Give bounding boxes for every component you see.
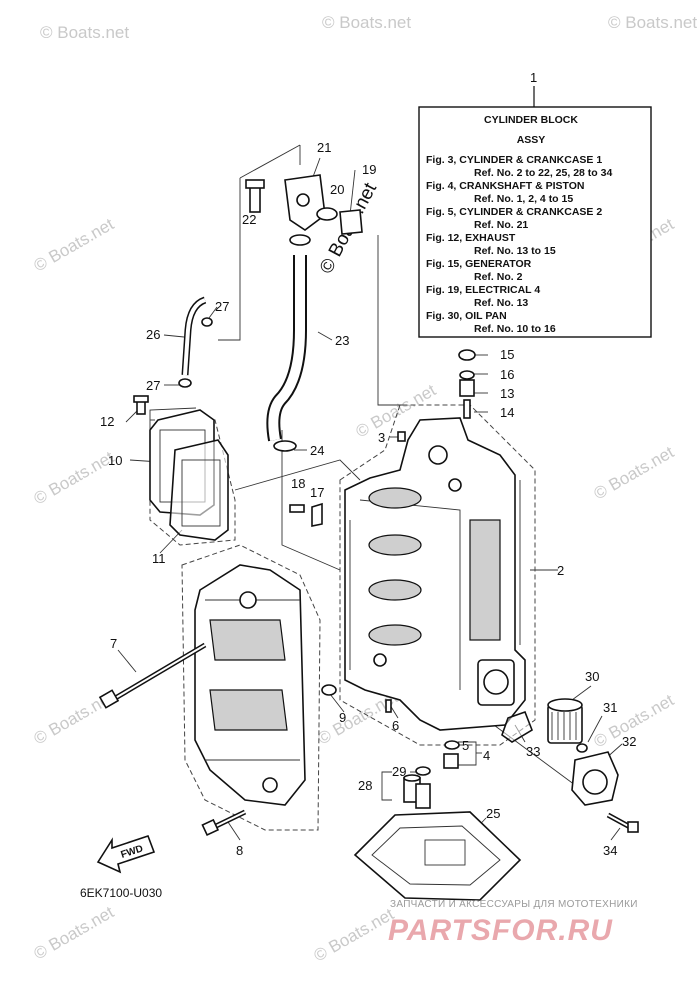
part-label: 28 <box>358 778 372 793</box>
info-box-line: Ref. No. 13 <box>474 297 528 309</box>
part-label: 13 <box>500 386 514 401</box>
part-label: 29 <box>392 764 406 779</box>
part-label: 16 <box>500 367 514 382</box>
info-box-line: Ref. No. 1, 2, 4 to 15 <box>474 193 573 205</box>
info-box-title: CYLINDER BLOCK <box>484 114 578 126</box>
fwd-arrow: FWD <box>96 834 156 874</box>
part-label: 15 <box>500 347 514 362</box>
cylinder-block-info-box: CYLINDER BLOCK ASSY Fig. 3, CYLINDER & C… <box>418 86 652 338</box>
branding-name: PARTSFOR.RU <box>388 914 613 947</box>
branding: ЗАПЧАСТИ И АКСЕССУАРЫ ДЛЯ МОТОТЕХНИКИ PA… <box>388 899 638 947</box>
watermark: © Boats.net <box>608 13 697 32</box>
watermark: © Boats.net <box>311 904 398 965</box>
bolts <box>98 642 639 837</box>
part-label: 20 <box>330 182 344 197</box>
part-label: 5 <box>462 738 469 753</box>
part-label: 31 <box>603 700 617 715</box>
part-label: 30 <box>585 669 599 684</box>
part-label: 24 <box>310 443 324 458</box>
info-box-line: Fig. 5, CYLINDER & CRANKCASE 2 <box>426 206 602 218</box>
part-label: 6 <box>392 718 399 733</box>
hoses <box>181 255 307 442</box>
watermark: © Boats.net <box>322 13 411 32</box>
watermark: © Boats.net <box>31 902 118 963</box>
part-label: 27 <box>215 299 229 314</box>
part-label: 33 <box>526 744 540 759</box>
part-label: 4 <box>483 748 490 763</box>
part-label: 12 <box>100 414 114 429</box>
part-label: 18 <box>291 476 305 491</box>
part-label: 10 <box>108 453 122 468</box>
info-box-line: Fig. 30, OIL PAN <box>426 310 507 322</box>
info-box-line: Ref. No. 13 to 15 <box>474 245 556 257</box>
info-box-line: Fig. 3, CYLINDER & CRANKCASE 1 <box>426 154 602 166</box>
dashed-outlines <box>149 404 536 831</box>
part-label: 23 <box>335 333 349 348</box>
part-label: 3 <box>378 430 385 445</box>
info-box-line: Fig. 15, GENERATOR <box>426 258 532 270</box>
info-box-line: Fig. 4, CRANKSHAFT & PISTON <box>426 180 584 192</box>
part-label: 7 <box>110 636 117 651</box>
part-label: 26 <box>146 327 160 342</box>
part-label: 9 <box>339 710 346 725</box>
info-box-line: Ref. No. 2 to 22, 25, 28 to 34 <box>474 167 612 179</box>
branding-subtitle: ЗАПЧАСТИ И АКСЕССУАРЫ ДЛЯ МОТОТЕХНИКИ <box>390 899 638 910</box>
watermark: © Boats.net <box>31 214 118 275</box>
crankcase-half <box>194 564 306 806</box>
info-box-line: Ref. No. 2 <box>474 271 523 283</box>
info-box-line: Ref. No. 21 <box>474 219 528 231</box>
watermark: © Boats.net <box>591 442 678 503</box>
info-box-line: Fig. 19, ELECTRICAL 4 <box>426 284 540 296</box>
thermostat-parts <box>133 174 476 527</box>
part-label: 34 <box>603 843 617 858</box>
watermark: © Boats.net <box>40 23 129 42</box>
part-label: 2 <box>557 563 564 578</box>
oil-filter <box>501 698 619 806</box>
part-label: 22 <box>242 212 256 227</box>
dowels-orings <box>321 684 460 809</box>
part-label: 1 <box>530 70 537 85</box>
exhaust-cover <box>149 409 229 541</box>
info-box-line: Ref. No. 10 to 16 <box>474 323 556 335</box>
part-label: 25 <box>486 806 500 821</box>
part-label: 14 <box>500 405 514 420</box>
cylinder-block <box>344 417 526 731</box>
part-label: 27 <box>146 378 160 393</box>
info-box-line: Fig. 12, EXHAUST <box>426 232 516 244</box>
part-label: 21 <box>317 140 331 155</box>
watermark: © Boats.net <box>31 447 118 508</box>
part-label: 8 <box>236 843 243 858</box>
part-label: 11 <box>152 551 166 566</box>
part-label: 17 <box>310 485 324 500</box>
oil-pan-gasket <box>353 811 522 901</box>
part-label: 19 <box>362 162 376 177</box>
part-labels: 1 2 3 4 5 6 7 8 9 10 11 12 13 14 15 16 1… <box>100 70 636 858</box>
diagram-code: 6EK7100-U030 <box>80 886 162 900</box>
info-box-subtitle: ASSY <box>517 134 546 146</box>
part-label: 32 <box>622 734 636 749</box>
